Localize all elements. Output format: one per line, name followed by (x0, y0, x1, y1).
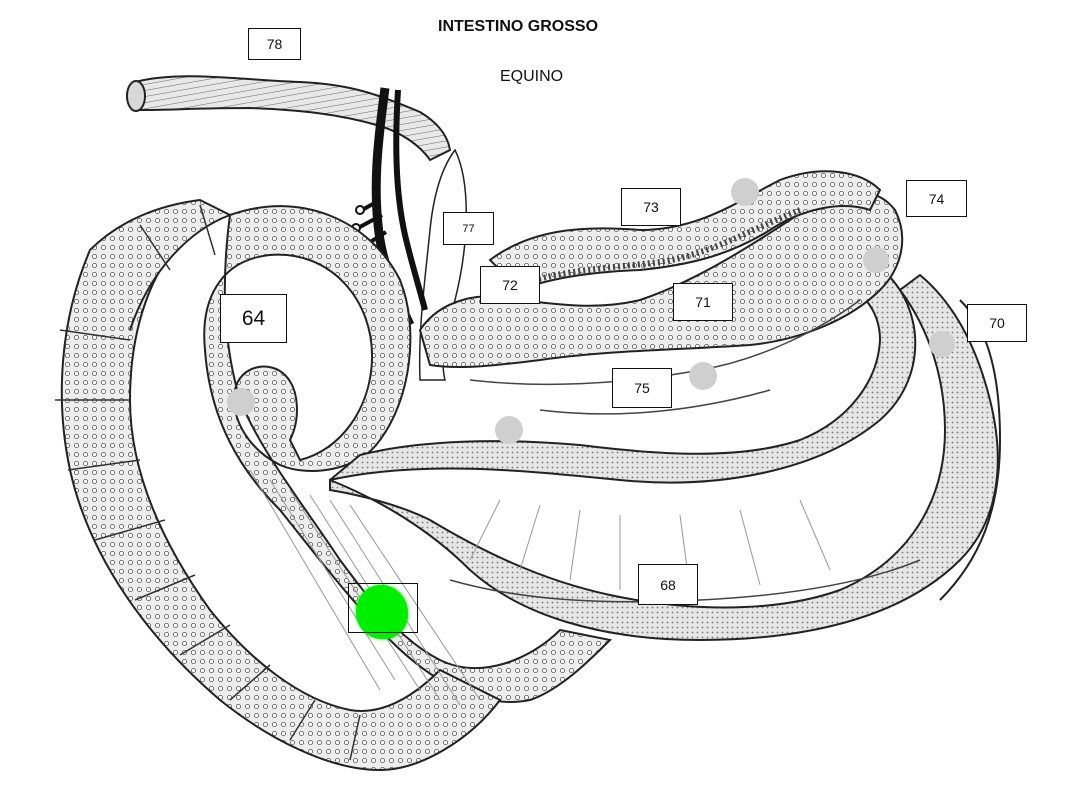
label-72[interactable]: 72 (480, 266, 540, 304)
cecum (55, 198, 613, 772)
label-64[interactable]: 64 (220, 294, 287, 343)
answer-highlight (356, 585, 408, 639)
label-75[interactable]: 75 (612, 368, 672, 408)
label-73[interactable]: 73 (621, 188, 681, 226)
label-71[interactable]: 71 (673, 283, 733, 321)
marker-spots (227, 178, 955, 444)
label-68[interactable]: 68 (638, 564, 698, 605)
label-blank-answer[interactable] (348, 583, 418, 633)
ascending-colon (329, 170, 1002, 642)
label-74[interactable]: 74 (906, 180, 967, 217)
label-77[interactable]: 77 (443, 212, 494, 245)
diagram-subtitle: EQUINO (500, 68, 564, 85)
small-colon (126, 75, 452, 162)
diagram-title: INTESTINO GROSSO (438, 18, 599, 35)
label-70[interactable]: 70 (967, 304, 1027, 342)
label-78[interactable]: 78 (248, 28, 301, 60)
